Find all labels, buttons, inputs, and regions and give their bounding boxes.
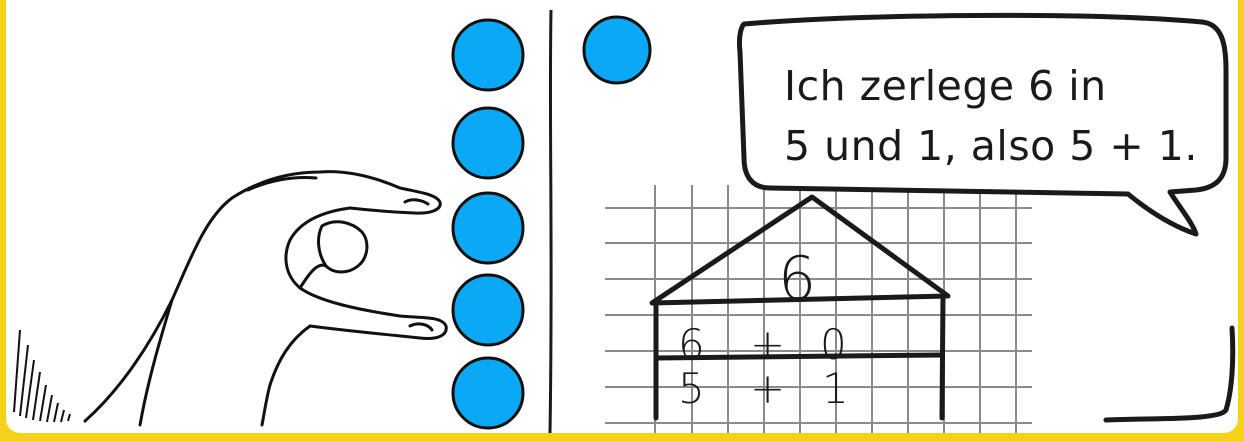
house-row-1-right: 0 — [820, 320, 847, 369]
grid-paper — [605, 185, 1032, 433]
counter — [453, 275, 523, 345]
house-row-1-operator: + — [750, 320, 785, 369]
counter — [453, 358, 523, 428]
corner-bracket — [1106, 328, 1233, 420]
counter — [453, 108, 523, 178]
house-row-1-left: 6 — [678, 320, 705, 369]
speech-bubble-text: Ich zerlege 6 in 5 und 1, also 5 + 1. — [784, 56, 1224, 176]
counter-separated — [584, 17, 650, 83]
speech-line-2: 5 und 1, also 5 + 1. — [784, 116, 1224, 176]
counter-divider-line — [550, 10, 551, 433]
counter — [453, 193, 523, 263]
hand-drawing — [85, 172, 446, 425]
speech-line-1: Ich zerlege 6 in — [784, 56, 1224, 116]
house-row-2-operator: + — [750, 364, 785, 413]
hatching-marks — [14, 330, 70, 422]
counters-left-column — [453, 20, 523, 428]
counter — [453, 20, 523, 90]
house-row-2-left: 5 — [678, 364, 705, 413]
house-roof-number: 6 — [778, 244, 816, 314]
house-row-2-right: 1 — [822, 364, 849, 413]
